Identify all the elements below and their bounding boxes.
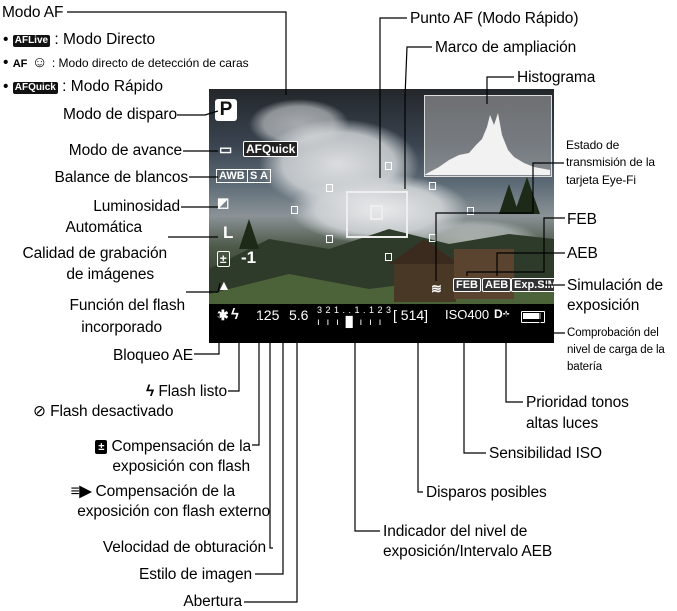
- label-comp-ext-2: exposición con flash externo: [77, 503, 270, 520]
- flash-comp-value: -1: [241, 248, 257, 267]
- label-iso: Sensibilidad ISO: [489, 445, 602, 462]
- label-modo-af: Modo AF: [2, 4, 64, 21]
- af-face-icon: AF: [12, 58, 28, 70]
- label-modo-avance: Modo de avance: [68, 142, 182, 159]
- label-comp-flash-1: ± Compensación de la: [0, 437, 251, 456]
- label-estilo: Estilo de imagen: [139, 566, 252, 583]
- drive-mode-icon: ▭: [219, 141, 233, 157]
- label-bat-2: nivel de carga de la: [567, 344, 665, 356]
- label-marco: Marco de ampliación: [435, 39, 577, 56]
- label-balance: Balance de blancos: [54, 169, 189, 186]
- exposure-scale: 3 2 1 . . 1 . 1 2 3: [317, 305, 392, 315]
- shutter-speed-value: 125: [256, 307, 280, 323]
- af-point: [326, 235, 333, 243]
- label-flash-func-2: incorporado: [81, 319, 162, 336]
- label-velocidad: Velocidad de obturación: [102, 539, 266, 556]
- eyefi-icon: ≋: [431, 281, 442, 296]
- label-feb: FEB: [567, 211, 597, 228]
- af-point: [385, 162, 392, 170]
- label-flash-func-1: Función del flash: [69, 297, 186, 314]
- af-point: [429, 234, 436, 242]
- label-flash-listo: ϟ Flash listo: [145, 383, 227, 400]
- flash-ready-icon: ϟ: [231, 306, 239, 323]
- label-calidad-1: Calidad de grabación: [22, 245, 168, 262]
- magnification-frame: [346, 191, 408, 238]
- aperture-value: 5.6: [289, 307, 309, 323]
- aeb-icon: AEB: [482, 278, 512, 292]
- label-bat-1: Comprobación del: [567, 327, 659, 339]
- label-disparos: Disparos posibles: [426, 484, 547, 501]
- shooting-mode-icon: P: [215, 99, 237, 121]
- label-bat-3: batería: [567, 361, 603, 373]
- flash-comp-glyph-icon: ±: [95, 440, 108, 454]
- af-point: [429, 182, 436, 190]
- highlight-priority-icon: D+: [494, 307, 510, 321]
- af-live-icon: AFLive: [12, 35, 51, 47]
- label-prioridad-2: altas luces: [526, 415, 599, 432]
- af-quick-icon: AFQuick: [243, 141, 299, 157]
- label-histograma: Histograma: [517, 69, 596, 86]
- af-mode-quick: • AFQuick : Modo Rápido: [3, 78, 163, 95]
- af-point: [467, 207, 474, 215]
- flash-off-icon: ⊘: [33, 403, 46, 420]
- label-flash-desact: ⊘ Flash desactivado: [33, 403, 174, 420]
- awb-icon: AWB: [216, 169, 248, 183]
- af-point: [385, 253, 392, 261]
- exposure-scale-ticks: ı ı ı █ ı ı ı: [317, 317, 384, 328]
- label-eyefi-1: Estado de: [566, 138, 620, 152]
- af-mode-face: • AF ☺ : Modo directo de detección de ca…: [3, 54, 249, 71]
- ae-lock-icon: ✱: [217, 307, 229, 323]
- af-quick-glyph: AFQuick: [12, 82, 58, 94]
- auto-lighting-icon: ◩: [217, 195, 230, 210]
- live-view-screen: P ▭ AFQuick AWB S A ◩ L ± -1 ▲ ≋ FEB AEB…: [209, 89, 554, 343]
- exp-sim-icon: Exp.SIM: [511, 278, 554, 292]
- label-luminosidad: Luminosidad: [93, 198, 180, 215]
- af-mode-live: • AFLive : Modo Directo: [3, 31, 156, 48]
- label-comp-flash-2: exposición con flash: [112, 458, 250, 475]
- label-automatica: Automática: [65, 219, 142, 236]
- label-modo-disparo: Modo de disparo: [63, 106, 177, 123]
- label-indicador-1: Indicador del nivel de: [383, 523, 528, 540]
- flash-bolt-icon: ϟ: [145, 383, 155, 400]
- af-point: [326, 184, 333, 192]
- label-eyefi-3: tarjeta Eye-Fi: [566, 173, 636, 187]
- label-prioridad-1: Prioridad tonos: [526, 394, 629, 411]
- af-point-active: [370, 205, 383, 220]
- label-punto-af: Punto AF (Modo Rápido): [410, 10, 579, 27]
- iso-value: ISO400: [445, 307, 490, 322]
- shots-remaining: [ 514]: [393, 307, 429, 323]
- label-calidad-2: de imágenes: [66, 266, 154, 283]
- label-comp-ext-1: ≡▶ Compensación de la: [70, 483, 236, 500]
- feb-icon: FEB: [453, 278, 481, 292]
- builtin-flash-icon: ▲: [217, 277, 231, 293]
- histogram-graph: [424, 113, 550, 175]
- af-point: [291, 206, 298, 214]
- label-bloqueo-ae: Bloqueo AE: [112, 347, 193, 364]
- label-indicador-2: exposición/Intervalo AEB: [383, 543, 553, 560]
- label-aeb: AEB: [567, 245, 598, 262]
- label-sim-2: exposición: [567, 297, 640, 314]
- image-quality-icon: L: [223, 223, 234, 242]
- label-abertura: Abertura: [183, 593, 242, 610]
- flash-comp-icon: ±: [217, 251, 230, 267]
- battery-icon: [521, 311, 545, 323]
- label-sim-1: Simulación de: [567, 277, 664, 294]
- ext-flash-icon: ≡▶: [70, 483, 92, 500]
- picture-style-icon: S A: [247, 169, 271, 183]
- label-eyefi-2: transmisión de la: [566, 155, 656, 169]
